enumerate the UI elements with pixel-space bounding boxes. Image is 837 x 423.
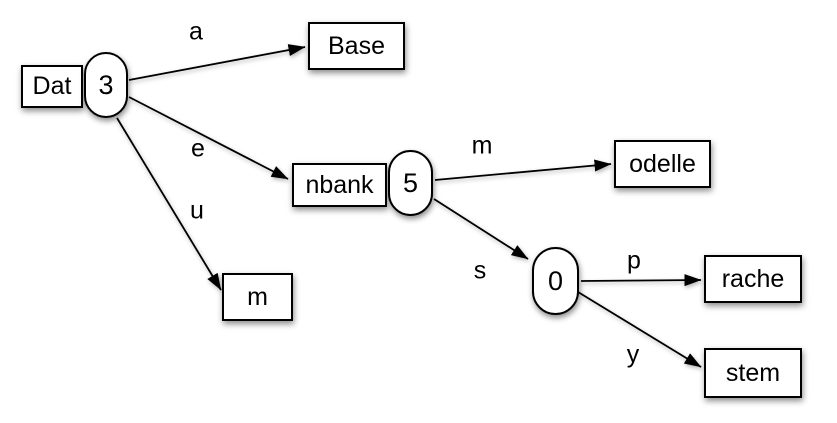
edge-label-m: m [471,131,493,160]
node-dat-count-label: 3 [98,69,114,100]
edge-m-arrow [434,159,612,181]
edge-s-arrow [433,198,529,260]
node-zero-count: 0 [532,247,579,315]
node-dat-label: Dat [32,72,72,100]
node-dat-count: 3 [84,52,128,118]
node-base-label: Base [328,31,385,60]
edge-label-a: a [189,17,203,46]
node-m: m [222,273,293,321]
edge-label-p: p [627,246,641,275]
node-odelle-label: odelle [629,149,696,178]
node-nbank: nbank [292,163,387,207]
node-stem: stem [704,348,802,398]
edge-label-s: s [473,256,487,285]
node-zero-count-label: 0 [547,265,564,296]
edge-a-arrow [128,44,306,81]
edge-y-arrow [577,291,702,368]
edge-p-arrow [580,274,702,287]
node-odelle: odelle [614,140,711,188]
node-nbank-count: 5 [388,150,433,216]
node-stem-label: stem [725,358,781,387]
node-dat: Dat [21,65,83,108]
node-rache-label: rache [721,264,785,293]
node-m-label: m [247,282,268,311]
node-base: Base [308,22,405,70]
node-nbank-label: nbank [305,170,374,199]
edge-e-arrow [128,96,289,180]
node-rache: rache [704,255,802,303]
edge-label-y: y [626,340,640,369]
node-nbank-count-label: 5 [402,167,419,198]
edge-label-e: e [191,134,205,163]
edge-u-arrow [116,117,222,291]
edge-label-u: u [190,196,204,225]
